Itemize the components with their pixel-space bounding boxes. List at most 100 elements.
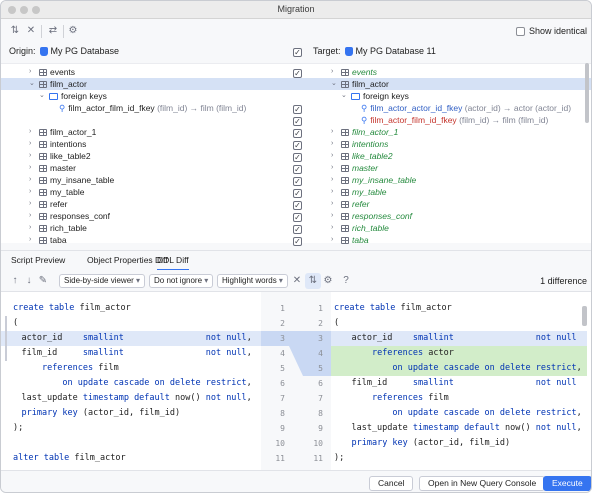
right-code-pane[interactable]: create table film_actor ( actor_id small…: [331, 292, 587, 470]
expand-arrow-icon[interactable]: ›: [29, 164, 32, 171]
expand-arrow-icon[interactable]: ›: [331, 164, 334, 171]
highlight-dropdown[interactable]: Highlight words: [217, 274, 288, 288]
row-checkbox[interactable]: [293, 175, 302, 187]
line-number-left: 5: [280, 364, 285, 373]
expand-arrow-icon[interactable]: ›: [331, 212, 334, 219]
row-checkbox[interactable]: [293, 103, 302, 115]
row-checkbox[interactable]: [293, 115, 302, 127]
tree-scrollbar[interactable]: [585, 63, 589, 123]
tree-row-events[interactable]: › events › events: [1, 66, 591, 79]
expand-arrow-icon[interactable]: ›: [331, 188, 334, 195]
expand-arrow-icon[interactable]: ›: [331, 152, 334, 159]
tree-row-responses-conf[interactable]: › responses_conf › responses_conf: [1, 210, 591, 223]
difference-count: 1 difference: [540, 276, 587, 286]
expand-arrow-icon[interactable]: ›: [29, 200, 32, 207]
previous-difference-icon[interactable]: ↑: [12, 275, 18, 286]
right-item: foreign keys: [351, 90, 409, 102]
row-checkbox[interactable]: [293, 67, 302, 79]
next-difference-icon[interactable]: ↓: [26, 275, 32, 286]
collapse-arrow-icon[interactable]: ⌄: [331, 80, 337, 87]
expand-arrow-icon[interactable]: ›: [331, 236, 334, 243]
show-identical-checkbox[interactable]: [515, 27, 525, 37]
target-header: Target:My PG Database 11: [313, 46, 436, 62]
row-checkbox[interactable]: [293, 127, 302, 139]
show-identical-toggle[interactable]: Show identical: [515, 26, 587, 37]
row-checkbox[interactable]: [293, 199, 302, 211]
tab-object-properties-diff[interactable]: Object Properties Diff: [87, 255, 168, 265]
settings-gear-icon[interactable]: ⚙: [68, 25, 78, 36]
tree-row-fk[interactable]: ⚲film_actor_film_id_fkey (film_id) → fil…: [1, 102, 591, 115]
help-icon[interactable]: ?: [343, 275, 349, 286]
execute-button[interactable]: Execute: [543, 476, 591, 491]
left-code-pane[interactable]: create table film_actor ( actor_id small…: [1, 292, 261, 470]
expand-arrow-icon[interactable]: ›: [29, 140, 32, 147]
compare-icon[interactable]: ⇄: [48, 25, 58, 36]
tree-row-my-table[interactable]: › my_table › my_table: [1, 186, 591, 199]
tree-row-film-actor[interactable]: ⌄ film_actor ⌄ film_actor: [1, 78, 591, 90]
expand-arrow-icon[interactable]: ›: [331, 200, 334, 207]
tree-row-foreign-keys[interactable]: ⌄ foreign keys ⌄ foreign keys: [1, 90, 591, 102]
expand-arrow-icon[interactable]: ›: [29, 212, 32, 219]
diff-connector: [289, 331, 303, 376]
tree-row-fk2[interactable]: ⚲film_actor_film_id_fkey (film_id) → fil…: [1, 114, 591, 127]
expand-arrow-icon[interactable]: ›: [331, 68, 334, 75]
expand-arrow-icon[interactable]: ›: [29, 152, 32, 159]
expand-arrow-icon[interactable]: ›: [29, 68, 32, 75]
collapse-all-icon[interactable]: ✕: [26, 25, 36, 36]
collapse-unchanged-icon[interactable]: ✕: [292, 275, 302, 286]
viewer-dropdown[interactable]: Side-by-side viewer: [59, 274, 146, 288]
tree-row-my-insane-table[interactable]: › my_insane_table › my_insane_table: [1, 174, 591, 187]
row-checkbox[interactable]: [293, 223, 302, 235]
left-item: refer: [39, 198, 67, 210]
tree-row-taba[interactable]: › taba › taba: [1, 234, 591, 247]
row-checkbox[interactable]: [293, 151, 302, 163]
toolbar-separator: [63, 25, 64, 38]
tree-row-master[interactable]: › master › master: [1, 162, 591, 175]
line-number-left: 10: [275, 439, 285, 448]
expand-arrow-icon[interactable]: ›: [29, 188, 32, 195]
code-line: );: [13, 423, 24, 433]
left-item: events: [39, 66, 75, 78]
row-checkbox[interactable]: [293, 235, 302, 247]
code-line: );: [334, 453, 345, 463]
table-icon: [341, 81, 349, 88]
expand-arrow-icon[interactable]: ›: [29, 128, 32, 135]
collapse-arrow-icon[interactable]: ⌄: [29, 80, 35, 87]
row-checkbox[interactable]: [293, 211, 302, 223]
expand-arrow-icon[interactable]: ›: [29, 224, 32, 231]
expand-arrow-icon[interactable]: ›: [331, 224, 334, 231]
open-in-console-button[interactable]: Open in New Query Console: [419, 476, 546, 491]
tree-row-rich-table[interactable]: › rich_table › rich_table: [1, 222, 591, 235]
sync-scroll-icon[interactable]: ⇅: [305, 273, 321, 289]
expand-collapse-icon[interactable]: ⇅: [10, 25, 20, 36]
code-line: references film: [371, 393, 449, 403]
cancel-button[interactable]: Cancel: [369, 476, 414, 491]
editor-scrollbar[interactable]: [582, 306, 587, 326]
line-number-right: 6: [318, 379, 323, 388]
left-item: responses_conf: [39, 210, 110, 222]
tree-row-like-table2[interactable]: › like_table2 › like_table2: [1, 150, 591, 163]
minimize-window-button[interactable]: [20, 6, 28, 14]
expand-arrow-icon[interactable]: ›: [331, 176, 334, 183]
tree-row-intentions[interactable]: › intentions › intentions: [1, 138, 591, 151]
tree-row-film-actor-1[interactable]: › film_actor_1 › film_actor_1: [1, 126, 591, 139]
expand-arrow-icon[interactable]: ›: [331, 140, 334, 147]
row-checkbox[interactable]: [293, 163, 302, 175]
row-checkbox[interactable]: [293, 139, 302, 151]
zoom-window-button[interactable]: [32, 6, 40, 14]
tab-ddl-diff[interactable]: DDL Diff: [157, 251, 189, 271]
diff-settings-gear-icon[interactable]: ⚙: [323, 275, 333, 286]
tab-script-preview[interactable]: Script Preview: [11, 255, 66, 265]
expand-arrow-icon[interactable]: ›: [331, 128, 334, 135]
collapse-arrow-icon[interactable]: ⌄: [39, 92, 45, 99]
tree-row-refer[interactable]: › refer › refer: [1, 198, 591, 211]
edit-pencil-icon[interactable]: ✎: [38, 275, 48, 286]
close-window-button[interactable]: [8, 6, 16, 14]
expand-arrow-icon[interactable]: ›: [29, 236, 32, 243]
expand-arrow-icon[interactable]: ›: [29, 176, 32, 183]
select-all-checkbox[interactable]: [293, 48, 302, 57]
ignore-dropdown[interactable]: Do not ignore: [149, 274, 214, 288]
row-checkbox[interactable]: [293, 187, 302, 199]
collapse-arrow-icon[interactable]: ⌄: [341, 92, 347, 99]
